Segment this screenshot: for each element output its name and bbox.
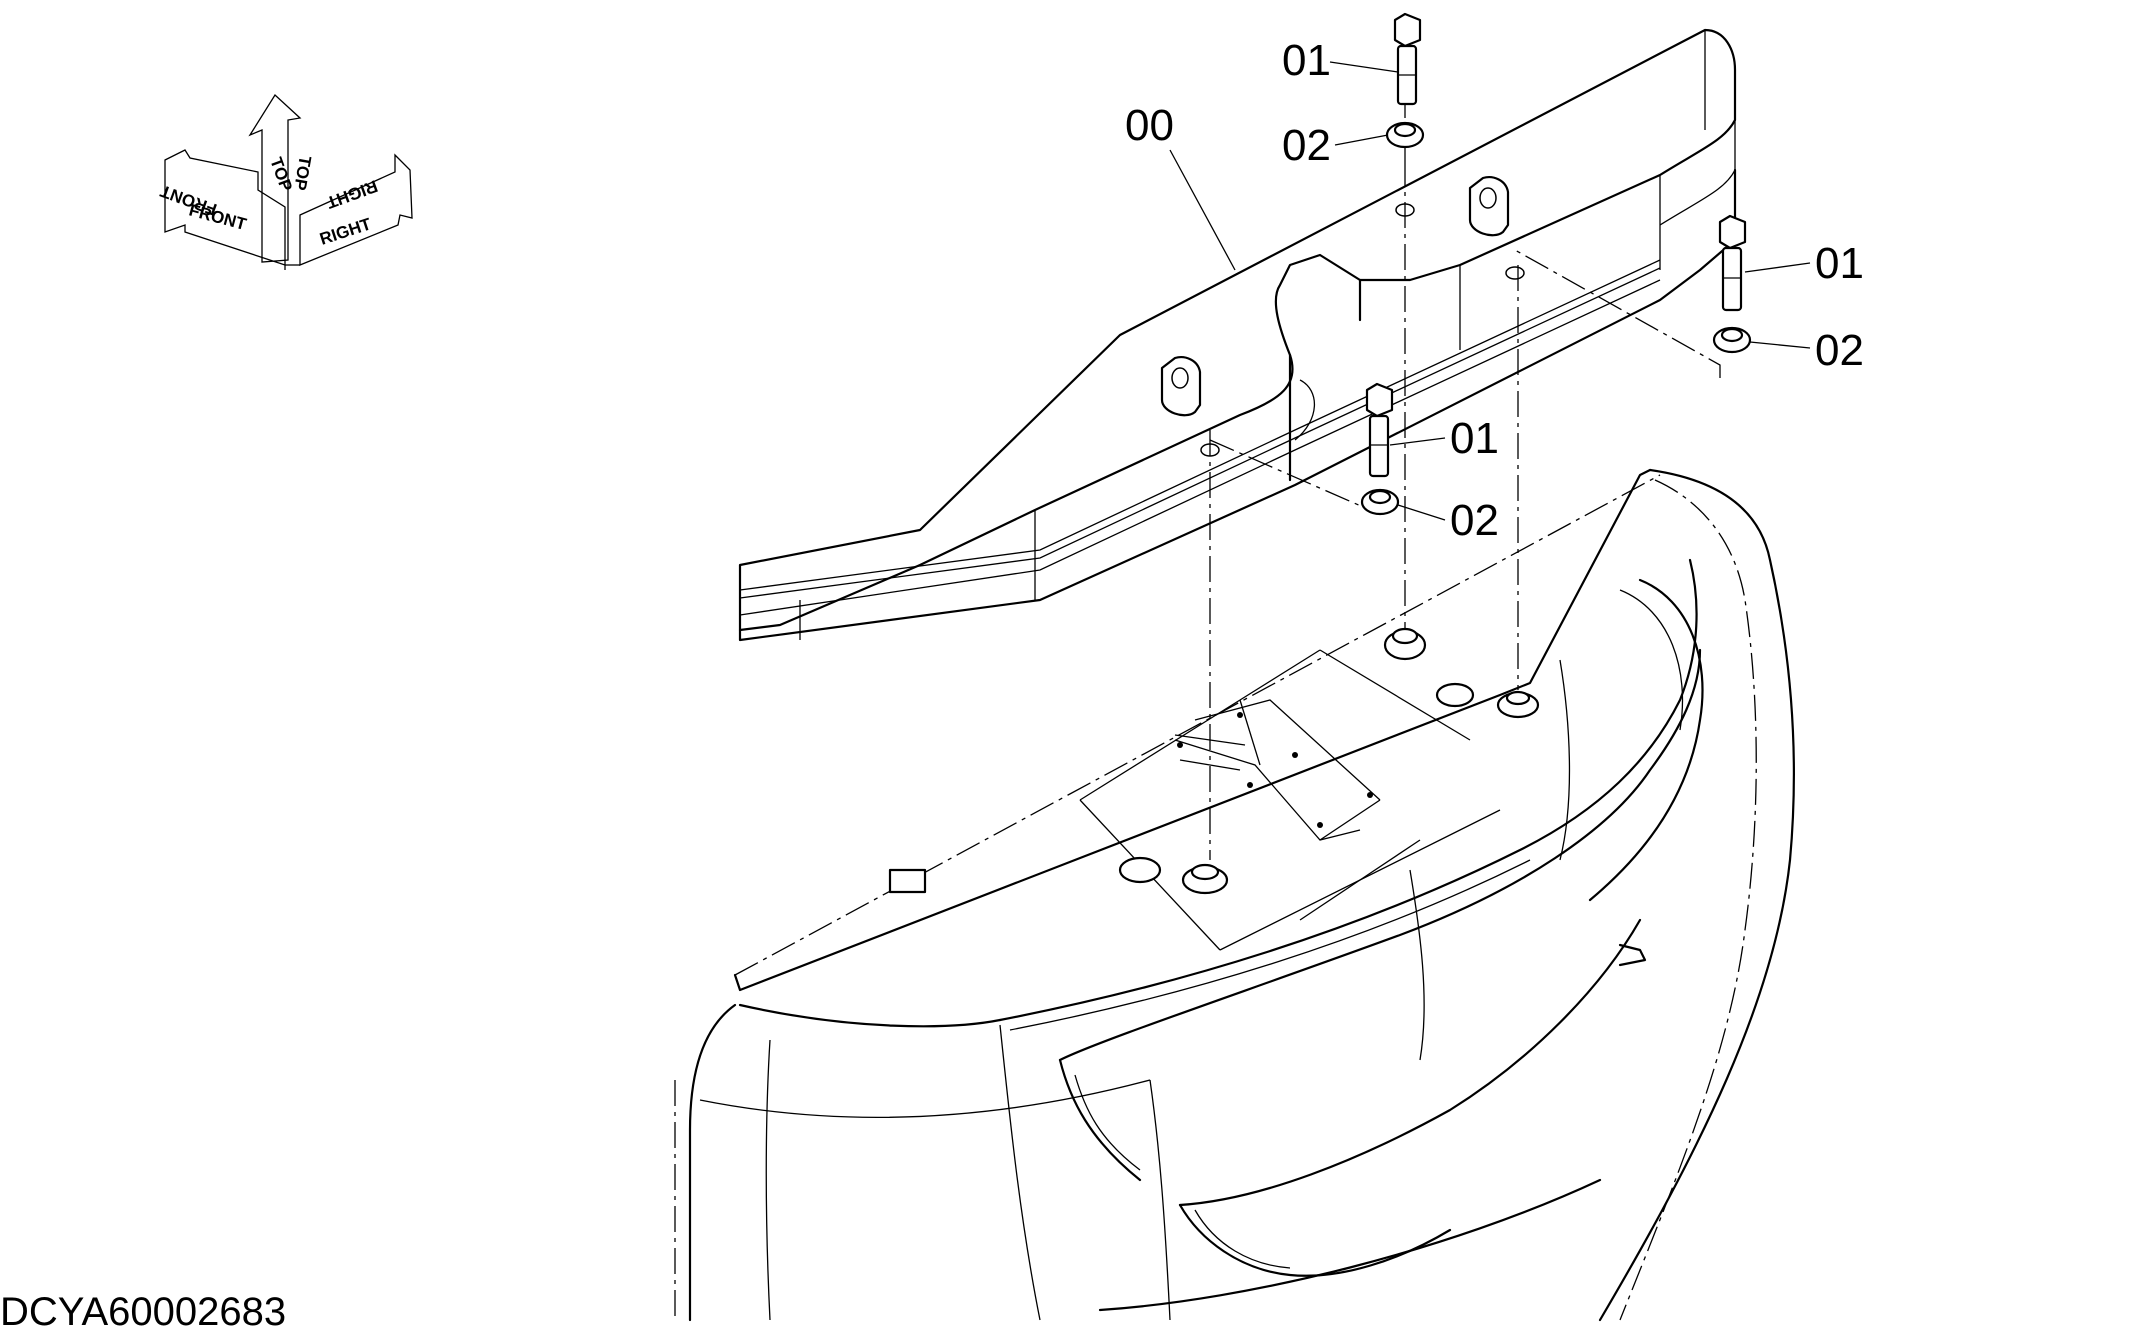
mounting-boss-left <box>1118 856 1229 895</box>
right-label-rotated: RIGHT <box>323 176 380 212</box>
mounting-boss-center <box>1383 627 1427 661</box>
lifting-lug-right <box>1468 176 1510 237</box>
mounting-boss-right <box>1435 682 1540 719</box>
callout-bolt-center: 01 <box>1450 414 1499 463</box>
bolt-center <box>1365 382 1394 478</box>
lifting-lug-left <box>1160 356 1202 417</box>
callout-washer-center: 02 <box>1450 496 1499 545</box>
callouts: 01 02 00 01 02 01 02 <box>1125 36 1864 545</box>
top-label: TOP <box>290 154 315 191</box>
washer-right <box>1712 326 1752 354</box>
drawing-number: DCYA60002683 <box>0 1290 286 1334</box>
callout-washer-top: 02 <box>1282 121 1331 170</box>
counterweight-body <box>674 468 1796 1322</box>
bolt-right <box>1718 214 1747 312</box>
bolt-top <box>1393 12 1422 106</box>
callout-bolt-top: 01 <box>1282 36 1331 85</box>
right-label: RIGHT <box>317 214 374 249</box>
callout-counterweight: 00 <box>1125 101 1174 150</box>
orientation-indicator: FRONT FRONT TOP TOP RIGHT RIGHT <box>157 93 413 270</box>
callout-bolt-right: 01 <box>1815 239 1864 288</box>
washer-center <box>1360 488 1400 516</box>
washer-top <box>1385 121 1425 149</box>
counterweight-plate <box>738 28 1737 642</box>
callout-washer-right: 02 <box>1815 326 1864 375</box>
assembly-centerlines <box>1209 100 1721 860</box>
